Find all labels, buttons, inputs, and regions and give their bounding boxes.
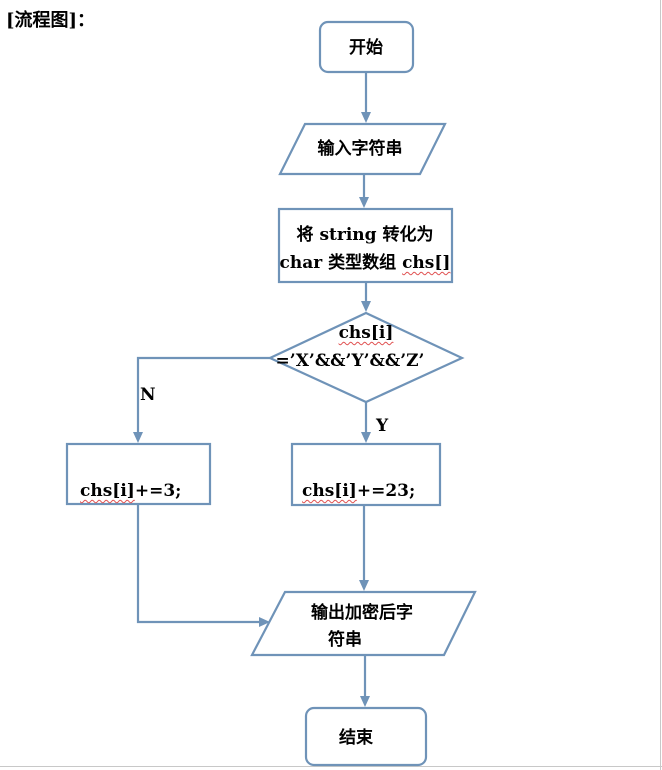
left-process-op: +=3; [134, 481, 182, 501]
edge-label-yes: Y [376, 416, 389, 436]
right-process-shape [290, 442, 442, 507]
convert-word-leixing: 类型数组 [328, 253, 397, 273]
input-node-label: 输入字符串 [317, 139, 403, 159]
page-heading: [流程图]： [6, 10, 96, 31]
start-node-label: 开始 [349, 38, 383, 58]
edge-label-no: N [140, 385, 156, 405]
end-node-shape [304, 706, 428, 767]
arrow-output-end [360, 696, 370, 707]
page-border-right [660, 0, 661, 770]
right-process-op: +=23; [356, 481, 416, 501]
left-process-label: chs[i]+=3; [80, 480, 181, 502]
right-process-label: chs[i]+=23; [302, 480, 415, 502]
convert-node-line1: 将 string 转化为 [297, 224, 434, 246]
arrow-right-output [359, 580, 369, 591]
convert-node-line2: char 类型数组 chs[] [280, 252, 451, 274]
arrow-decision-yes [361, 432, 371, 443]
decision-line2: =’X’&&’Y’&&’Z’ [275, 351, 425, 371]
edge-decision-no [136, 356, 270, 434]
output-node-shape [250, 590, 477, 657]
arrow-left-output [259, 617, 270, 627]
arrow-decision-no [133, 432, 143, 443]
output-line1: 输出加密后字 [311, 603, 413, 623]
convert-node-shape [277, 207, 454, 284]
edge-left-output [136, 504, 261, 624]
convert-word-zhuanhuawei: 转化为 [382, 225, 434, 245]
end-node-label: 结束 [339, 728, 373, 748]
arrow-start-input [361, 112, 371, 123]
page-border-bottom [0, 766, 662, 767]
convert-word-string: string [319, 225, 377, 245]
decision-line1: chs[i] [338, 323, 394, 343]
output-line2: 符串 [328, 630, 362, 650]
left-process-shape [65, 442, 212, 506]
input-node-shape [278, 122, 447, 176]
convert-word-char: char [279, 253, 323, 273]
arrow-input-convert [359, 197, 369, 208]
arrow-convert-decision [361, 301, 371, 312]
convert-word-jiang: 将 [296, 225, 314, 245]
left-process-var: chs[i] [80, 481, 135, 501]
right-process-var: chs[i] [302, 481, 357, 501]
convert-word-chs: chs[] [402, 253, 451, 273]
